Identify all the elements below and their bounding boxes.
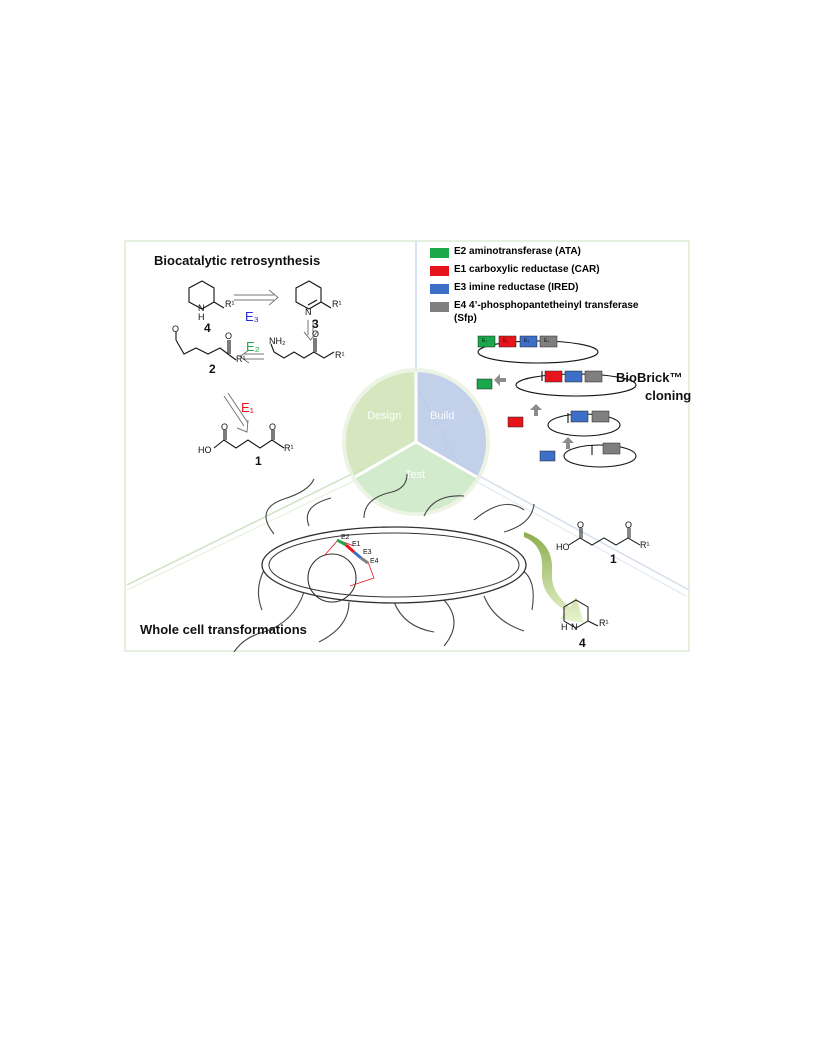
test-compound-1-number: 1 — [610, 552, 617, 566]
compound-4-number: 4 — [204, 321, 211, 335]
enzyme-e1-label: E₁ — [241, 400, 255, 415]
c2-aldehyde-o: O — [172, 324, 180, 334]
compound-3-number: 3 — [312, 317, 319, 331]
figure-graphics — [124, 240, 690, 652]
amine-r1: R¹ — [335, 350, 345, 360]
conversion-arrow — [524, 532, 584, 623]
test-structures — [563, 528, 641, 629]
biobrick-title-line1: BioBrick™ — [616, 370, 683, 385]
cycle-test-label: Test — [405, 469, 426, 481]
plasmid-1 — [477, 340, 599, 364]
c3-nitrogen: N — [305, 307, 312, 317]
c2-r1: R¹ — [236, 354, 246, 364]
enzyme-e2-label: E₂ — [246, 339, 260, 354]
legend-swatch-gray — [430, 302, 449, 312]
retro-arrows — [223, 289, 318, 433]
c4-nitrogen: N — [198, 303, 205, 313]
cell-plasmid — [307, 553, 357, 603]
c1-acid-o: O — [221, 422, 229, 432]
cycle-build-label: Build — [430, 410, 455, 422]
test-c4-r1: R¹ — [599, 618, 609, 628]
design-structures — [175, 280, 335, 449]
legend-swatch-blue — [430, 284, 449, 294]
amine-ketone-o: O — [312, 329, 320, 339]
amine-nh2: NH₂ — [269, 336, 286, 346]
legend-swatch-red — [430, 266, 449, 276]
divider-bottom-right — [458, 471, 687, 597]
insertion-arrows — [494, 374, 574, 449]
cell-label-e1: E1 — [352, 541, 361, 548]
c4-hydrogen: H — [198, 312, 205, 322]
enzyme-e3-label: E₃ — [245, 309, 259, 324]
plasmid-4 — [563, 444, 637, 468]
cycle-design-label: Design — [367, 410, 402, 422]
gene-label-e3: E₃ — [524, 338, 530, 344]
divider-bottom-left — [126, 475, 365, 591]
cell-label-e2: E2 — [341, 534, 350, 541]
c2-ketone-o: O — [225, 331, 233, 341]
gene-label-e1: E₁ — [503, 338, 509, 344]
divider-left-diagonal — [126, 467, 365, 586]
test-c4-hydrogen: H — [561, 622, 568, 632]
dbt-cycle — [342, 368, 490, 516]
cell-label-e3: E3 — [363, 549, 372, 556]
design-panel-title: Biocatalytic retrosynthesis — [154, 253, 321, 268]
biobrick-title-line2: cloning — [645, 388, 692, 403]
gene-blocks — [476, 335, 621, 462]
legend-swatch-green — [430, 248, 449, 258]
test-c1-ho: HO — [556, 542, 570, 552]
gene-label-e2: E₂ — [482, 338, 488, 344]
c3-r1: R¹ — [332, 299, 342, 309]
c4-r1: R¹ — [225, 299, 235, 309]
outer-frame — [124, 240, 690, 652]
test-panel-title: Whole cell transformations — [140, 622, 307, 637]
gene-label-e4: E₄ — [544, 338, 550, 344]
divider-right-diagonal — [458, 464, 690, 591]
c1-ketone-o: O — [269, 422, 277, 432]
compound-1-number: 1 — [255, 454, 262, 468]
biocatalysis-figure: Biocatalytic retrosynthesis Whole cell t… — [124, 240, 692, 652]
test-c1-acid-o: O — [577, 520, 585, 530]
test-c1-ketone-o: O — [625, 520, 633, 530]
cell-membrane-outer — [261, 526, 527, 604]
test-compound-4-number: 4 — [579, 636, 586, 650]
test-c1-r1: R¹ — [640, 540, 650, 550]
whole-cell — [233, 473, 535, 652]
compound-2-number: 2 — [209, 362, 216, 376]
plasmids — [477, 340, 637, 468]
cell-label-e4: E4 — [370, 558, 379, 565]
c1-r1: R¹ — [284, 443, 294, 453]
c1-ho: HO — [198, 445, 212, 455]
cell-membrane-inner — [268, 532, 520, 598]
test-c4-nitrogen: N — [571, 622, 578, 632]
